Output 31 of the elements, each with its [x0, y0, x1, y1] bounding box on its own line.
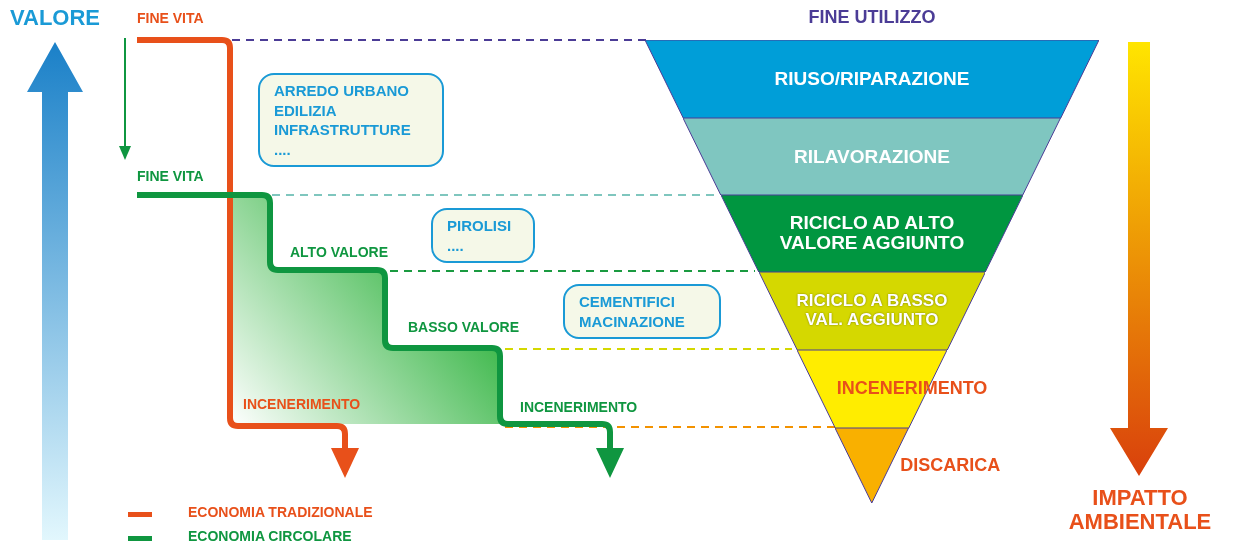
legend-text: ECONOMIA CIRCOLARE [188, 529, 352, 545]
note-text: .... [447, 235, 465, 255]
note-text: EDILIZIA [274, 100, 338, 120]
line-label: INCENERIMENTO [243, 397, 361, 413]
legend-text: ECONOMIA TRADIZIONALE [188, 505, 373, 521]
funnel-band [721, 195, 1023, 272]
note-box [563, 284, 721, 339]
funnel-band [683, 118, 1061, 195]
axis-label: VALORE [10, 6, 101, 31]
line-label: FINE VITA [137, 11, 204, 27]
note-text: CEMENTIFICI [579, 292, 676, 312]
note-box [431, 208, 535, 263]
axis-label: IMPATTO AMBIENTALE [1067, 486, 1213, 535]
line-label: ALTO VALORE [290, 245, 388, 261]
band-text: RIUSO/RIPARAZIONE [773, 68, 971, 90]
band-text: RILAVORAZIONE [793, 146, 951, 167]
title-label: FINE UTILIZZO [807, 8, 937, 28]
line-label: INCENERIMENTO [520, 400, 638, 416]
band-text: DISCARICA [899, 455, 1002, 476]
note-text: PIROLISI [447, 216, 513, 236]
note-box [258, 73, 444, 167]
note-text: MACINAZIONE [579, 311, 686, 331]
band-text: RICICLO A BASSO VAL. AGGIUNTO [795, 292, 949, 330]
funnel-band [758, 272, 986, 350]
line-label: FINE VITA [137, 169, 204, 185]
note-text: .... [274, 139, 292, 159]
line-label: BASSO VALORE [408, 320, 519, 336]
note-text: INFRASTRUTTURE [274, 120, 412, 140]
funnel-band [645, 40, 1099, 118]
band-text: RICICLO AD ALTO VALORE AGGIUNTO [778, 212, 966, 255]
note-text: ARREDO URBANO [274, 81, 410, 101]
